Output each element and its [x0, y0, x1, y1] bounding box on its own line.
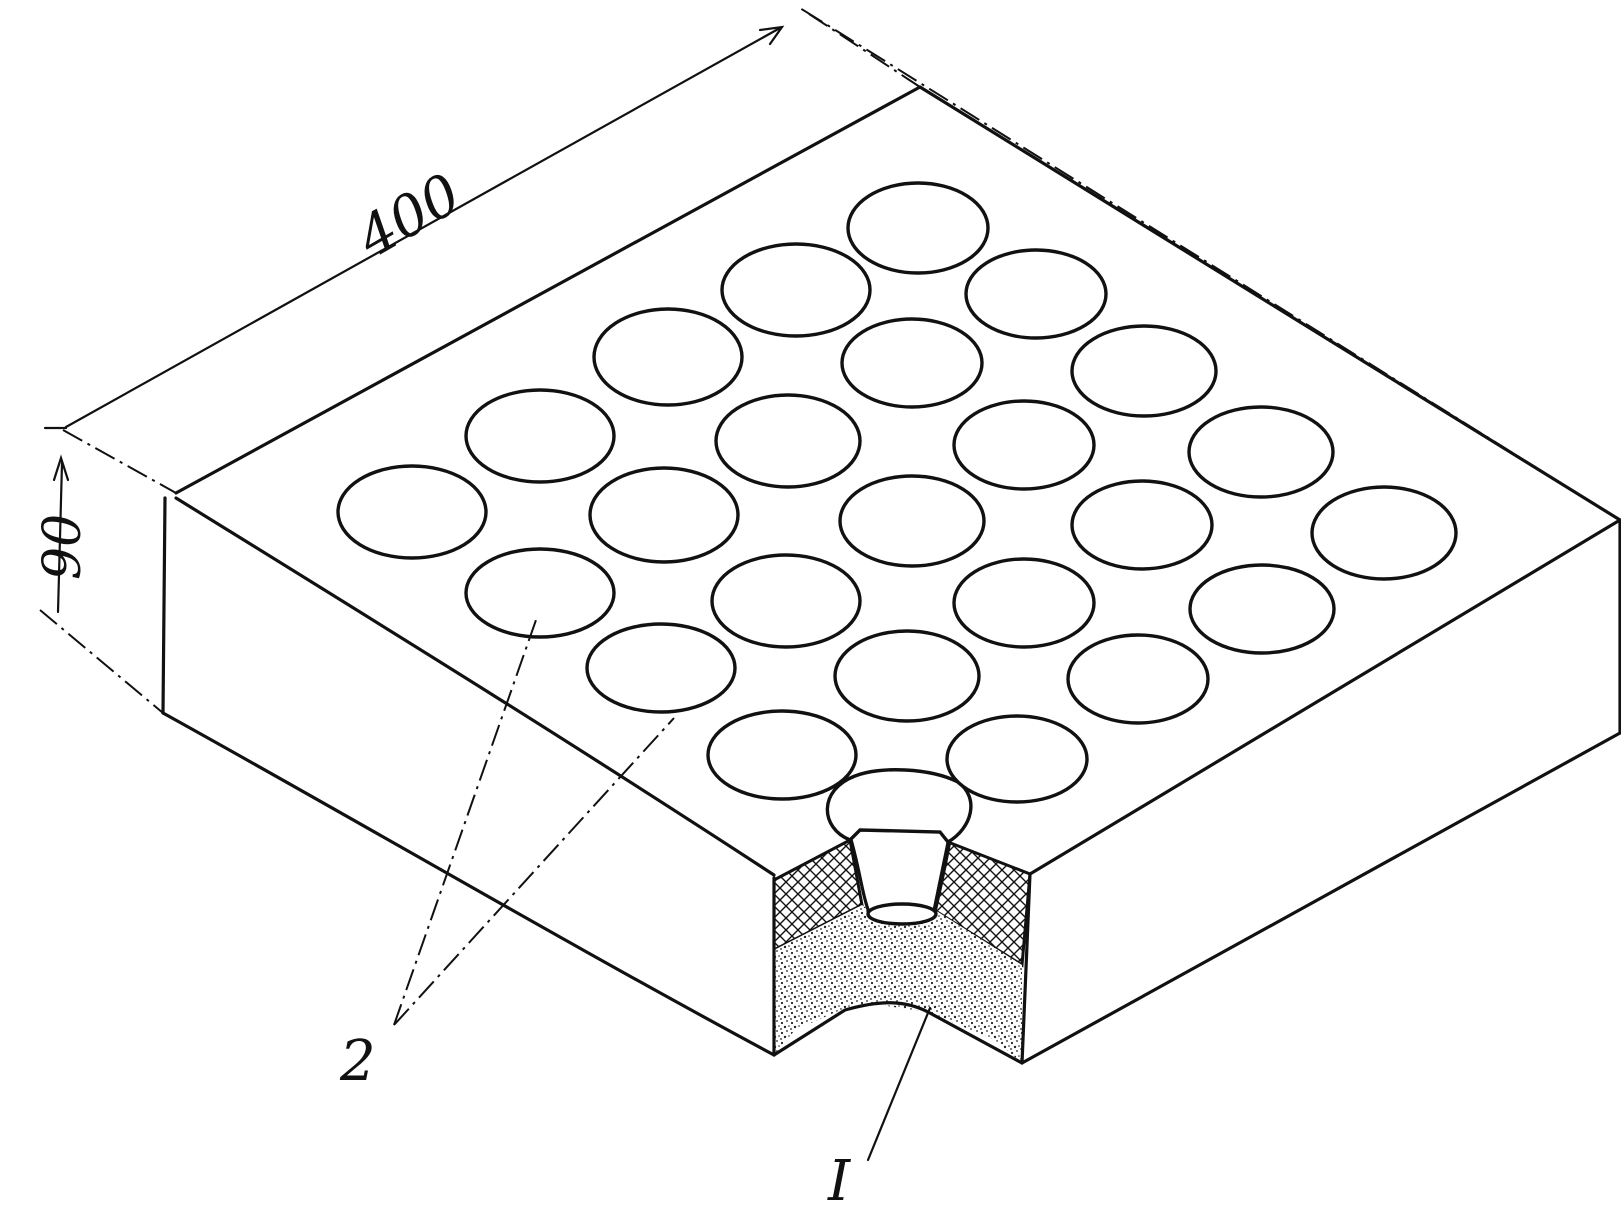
hole: [840, 317, 984, 409]
hole: [464, 547, 616, 639]
length-dimension-line: [64, 26, 782, 429]
hole: [1188, 563, 1336, 655]
length-arrow: [758, 25, 785, 46]
slab-left-vertical-edge: [161, 496, 167, 715]
cutaway-right-face-edge: [1020, 872, 1032, 1065]
cutaway-hole-opening: [825, 768, 973, 845]
hole: [592, 307, 744, 407]
hole: [585, 622, 737, 714]
hole: [706, 709, 858, 801]
cut-section-label: I: [827, 1149, 852, 1209]
slab-right-face: [1022, 520, 1620, 1063]
hole: [952, 399, 1096, 491]
cut-section-leader: [866, 1006, 932, 1162]
cutaway-stipple-core: [774, 905, 1022, 1063]
hole: [846, 181, 990, 275]
hole: [1310, 485, 1458, 581]
height-extension-bottom: [39, 609, 164, 714]
hole: [838, 474, 986, 568]
length-label: 400: [346, 162, 472, 272]
hole: [710, 553, 862, 649]
hole: [1070, 479, 1214, 571]
slab-top-back-left-edge: [174, 85, 922, 495]
callout-cut-section: I: [827, 1006, 932, 1214]
holes-leader-1: [393, 619, 537, 1026]
holes-leader-2: [393, 717, 675, 1026]
dimension-height: 90: [33, 426, 164, 714]
height-arrow: [52, 454, 70, 482]
hole: [1187, 405, 1335, 499]
hole: [336, 464, 488, 560]
cutaway-section: [772, 768, 1032, 1065]
slab-bottom-left-edge: [161, 711, 776, 1057]
slab-top-front-left-edge: [174, 496, 776, 877]
length-extension-front: [62, 429, 177, 494]
hole: [1066, 633, 1210, 725]
slab-top-front-right-edge: [1028, 518, 1621, 876]
callout-holes: 2: [339, 619, 675, 1094]
cutaway-hole-bottom: [866, 902, 938, 926]
holes-label: 2: [339, 1029, 376, 1094]
hole: [714, 393, 862, 489]
hole: [945, 714, 1089, 804]
slab-left-face: [163, 498, 774, 1055]
hole: [952, 557, 1096, 649]
hole: [1070, 324, 1218, 418]
height-dimension-line: [56, 461, 64, 614]
cutaway-bottom-profile: [772, 1001, 1024, 1065]
hole: [588, 466, 740, 564]
length-extension-back: [799, 7, 1621, 521]
hole-grid: [336, 181, 1458, 804]
hole: [464, 388, 616, 484]
slab-bottom-right-edge: [1020, 731, 1621, 1065]
hole: [964, 248, 1108, 340]
hole: [720, 242, 872, 338]
hole: [833, 629, 981, 723]
height-label: 90: [33, 514, 93, 580]
